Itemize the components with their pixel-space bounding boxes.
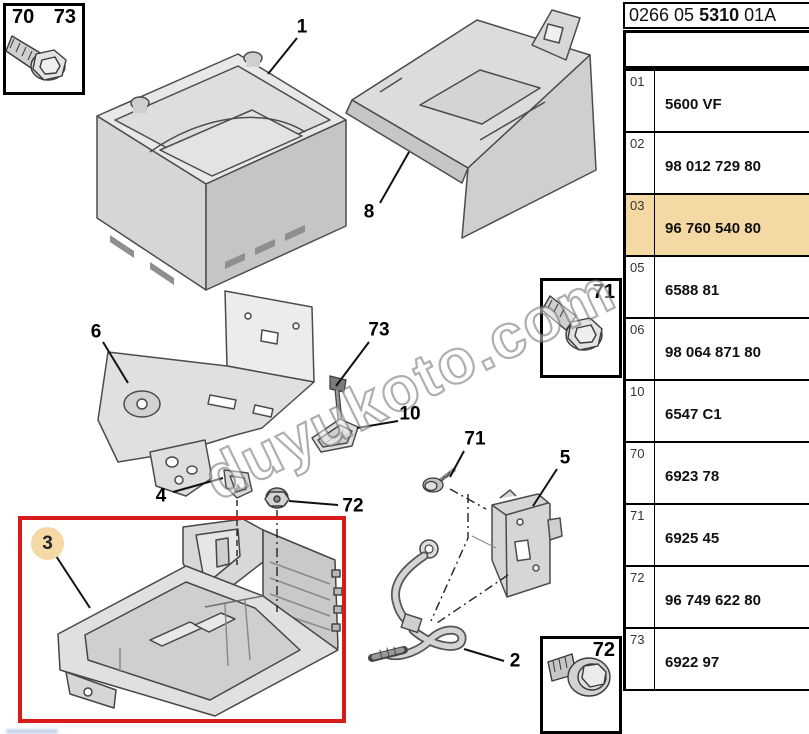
part-number: 96 760 540 80 <box>665 220 761 237</box>
parts-table-row[interactable]: 06 98 064 871 80 <box>626 319 809 381</box>
cable-illustration <box>368 539 467 662</box>
ref-number: 73 <box>626 629 655 689</box>
wedge-pad-illustration <box>311 418 359 453</box>
callout-10-wedge[interactable]: 10 <box>399 403 421 425</box>
part-number: 5600 VF <box>665 96 722 113</box>
inset-label-71: 71 <box>592 281 615 303</box>
catalog-code-bold: 5310 <box>699 5 740 25</box>
ref-number: 01 <box>626 71 655 131</box>
assembly-dashed-lines <box>236 488 509 624</box>
inset-label-73: 73 <box>53 6 76 28</box>
ref-number: 10 <box>626 381 655 441</box>
parts-table-row[interactable]: 71 6925 45 <box>626 505 809 567</box>
bolt-71-inset-illustration <box>541 295 603 351</box>
catalog-code-suffix: 01A <box>744 5 777 25</box>
leader-lines <box>55 37 558 662</box>
parts-table-row[interactable]: 72 96 749 622 80 <box>626 567 809 629</box>
battery-tray-illustration <box>57 518 343 717</box>
part-number: 6922 97 <box>665 654 720 671</box>
part-number: 6588 81 <box>665 282 720 299</box>
callout-1-battery[interactable]: 1 <box>296 16 308 38</box>
part-number: 6925 45 <box>665 530 720 547</box>
parts-table-row[interactable]: 02 98 012 729 80 <box>626 133 809 195</box>
parts-table-row[interactable]: 10 6547 C1 <box>626 381 809 443</box>
part-number: 6547 C1 <box>665 406 722 423</box>
catalog-code-prefix: 0266 05 <box>629 5 695 25</box>
inset-label-72: 72 <box>592 639 615 661</box>
part-number: 6923 78 <box>665 468 720 485</box>
inset-label-70: 70 <box>12 6 35 28</box>
bolt-70-73-inset-illustration <box>5 35 67 81</box>
parts-table-row[interactable]: 70 6923 78 <box>626 443 809 505</box>
bolt-72-inset-illustration <box>547 653 611 697</box>
ref-number: 06 <box>626 319 655 379</box>
support-bracket-illustration <box>471 489 563 598</box>
ref-number: 02 <box>626 133 655 193</box>
ref-number: 71 <box>626 505 655 565</box>
table-blank-header <box>623 30 809 69</box>
callout-3-tray[interactable]: 3 <box>31 527 64 560</box>
callout-4-clamp[interactable]: 4 <box>155 485 167 507</box>
parts-table-row[interactable]: 01 5600 VF <box>626 71 809 133</box>
callout-2-cable[interactable]: 2 <box>509 650 521 672</box>
bolt-71-small-illustration <box>422 467 457 493</box>
cropped-copyright-artifact <box>6 729 58 734</box>
callout-73-stud[interactable]: 73 <box>368 319 390 341</box>
battery-cover-illustration <box>345 9 597 239</box>
ref-number: 05 <box>626 257 655 317</box>
part-number: 98 012 729 80 <box>665 158 761 175</box>
clamp-clip-illustration <box>223 469 253 499</box>
parts-table-row[interactable]: 03 96 760 540 80 <box>626 195 809 257</box>
callout-5-support-bracket[interactable]: 5 <box>559 447 571 469</box>
parts-table-row[interactable]: 73 6922 97 <box>626 629 809 691</box>
part-number: 96 749 622 80 <box>665 592 761 609</box>
part-number: 98 064 871 80 <box>665 344 761 361</box>
callout-71-bolt[interactable]: 71 <box>464 428 486 450</box>
ref-number: 70 <box>626 443 655 503</box>
nut-72-illustration <box>264 487 290 509</box>
parts-table: 01 5600 VF 02 98 012 729 80 03 96 760 54… <box>623 69 809 691</box>
callout-72-nut[interactable]: 72 <box>342 495 364 517</box>
ref-number: 72 <box>626 567 655 627</box>
mounting-bracket-illustration <box>97 290 315 497</box>
ref-number: 03 <box>626 195 655 255</box>
battery-illustration <box>96 51 347 291</box>
parts-table-row[interactable]: 05 6588 81 <box>626 257 809 319</box>
catalog-code-plate: 0266 05 5310 01A <box>623 2 809 29</box>
callout-6-mounting-bracket[interactable]: 6 <box>90 321 102 343</box>
highlight-box-part-3 <box>18 516 346 723</box>
callout-8-cover[interactable]: 8 <box>363 201 375 223</box>
